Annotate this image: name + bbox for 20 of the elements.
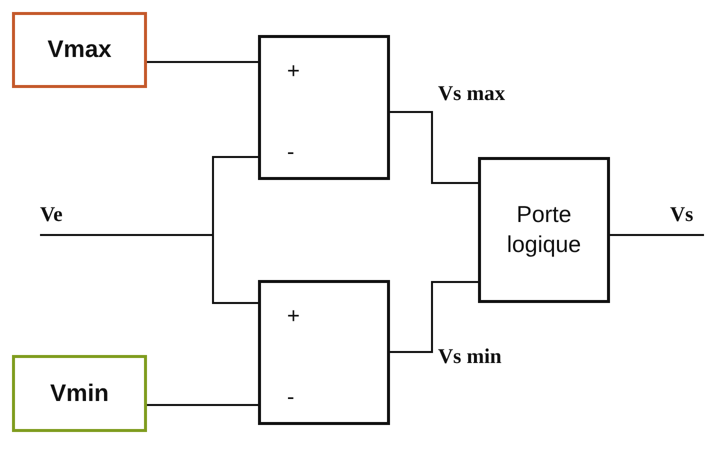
signal-label: Ve (40, 203, 63, 226)
wire (40, 234, 258, 304)
wire (610, 234, 704, 236)
input-sign: + (287, 305, 300, 327)
input-sign: + (287, 60, 300, 82)
source-box (12, 12, 147, 88)
input-sign: - (287, 386, 294, 408)
source-box (12, 355, 147, 432)
logic-gate-box (478, 157, 610, 303)
comparator-box (258, 280, 390, 425)
wire (390, 111, 478, 184)
comparator-box (258, 35, 390, 180)
wire (147, 404, 258, 406)
source-label: Vmax (47, 35, 112, 66)
wire (390, 281, 478, 353)
wire (147, 61, 258, 63)
gate-label: Porte logique (506, 200, 582, 259)
input-sign: - (287, 141, 294, 163)
source-label: Vmin (50, 378, 109, 409)
signal-label: Vs (670, 203, 694, 226)
